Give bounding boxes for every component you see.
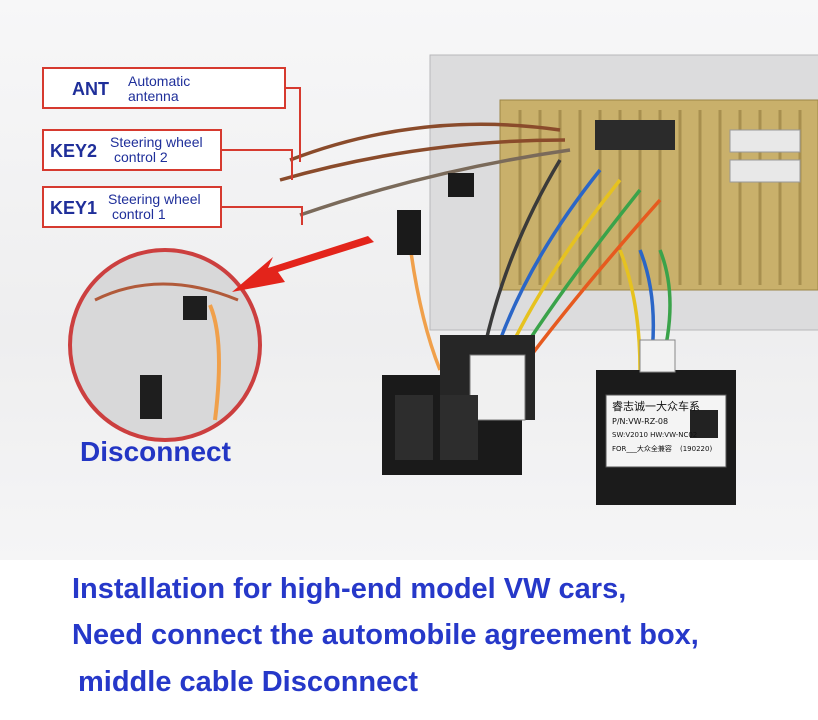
callout-desc-line: Automatic <box>128 73 191 89</box>
zoom-connector <box>183 296 207 320</box>
callout-desc-line: control 2 <box>114 149 168 165</box>
connector-port <box>595 120 675 150</box>
callout-desc-line: Steering wheel <box>108 191 201 207</box>
callout-code: KEY1 <box>50 198 98 218</box>
callout-desc-line: antenna <box>128 88 179 104</box>
callout-description: Steering wheel control 2 <box>110 135 203 165</box>
box-part-number: P/N:VW-RZ-08 <box>612 417 668 426</box>
caption-line: Installation for high-end model VW cars, <box>72 573 627 605</box>
box-title: 睿志诚一大众车系 <box>612 399 700 413</box>
box-sw-hw: SW:V2010 HW:VW-NC02 <box>612 431 697 439</box>
connector-port <box>729 129 801 153</box>
callout-leaders <box>222 87 303 225</box>
callout-key1: KEY1 Steering wheel control 1 <box>42 186 222 228</box>
product-photo: 睿志诚一大众车系 P/N:VW-RZ-08 SW:V2010 HW:VW-NC0… <box>0 0 818 560</box>
wire-bundle <box>279 122 672 372</box>
disconnect-label: Disconnect <box>80 436 231 467</box>
wire-connector <box>397 210 421 255</box>
box-for: FOR___大众全兼容 <box>612 444 672 453</box>
callout-key2: KEY2 Steering wheel control 2 <box>42 129 222 171</box>
callout-description: Automatic antenna <box>128 74 190 104</box>
callout-code: ANT <box>72 79 109 99</box>
callout-description: Steering wheel control 1 <box>108 192 201 222</box>
zoom-circle <box>68 248 262 442</box>
connector-port <box>729 159 801 183</box>
box-date: (190220) <box>680 445 712 453</box>
callout-ant: ANT Automatic antenna <box>42 67 286 109</box>
callout-desc-line: Steering wheel <box>110 134 203 150</box>
caption-line: middle cable Disconnect <box>78 666 419 698</box>
wire-connector <box>448 173 474 197</box>
caption-line: Need connect the automobile agreement bo… <box>72 619 699 651</box>
callout-desc-line: control 1 <box>112 206 166 222</box>
zoom-connector <box>140 375 162 419</box>
callout-code: KEY2 <box>50 141 98 161</box>
arrow-icon <box>232 236 374 292</box>
can-adapter-box <box>596 339 736 505</box>
iso-connector <box>382 335 535 475</box>
wiring-illustration: 睿志诚一大众车系 P/N:VW-RZ-08 SW:V2010 HW:VW-NC0… <box>68 54 818 505</box>
